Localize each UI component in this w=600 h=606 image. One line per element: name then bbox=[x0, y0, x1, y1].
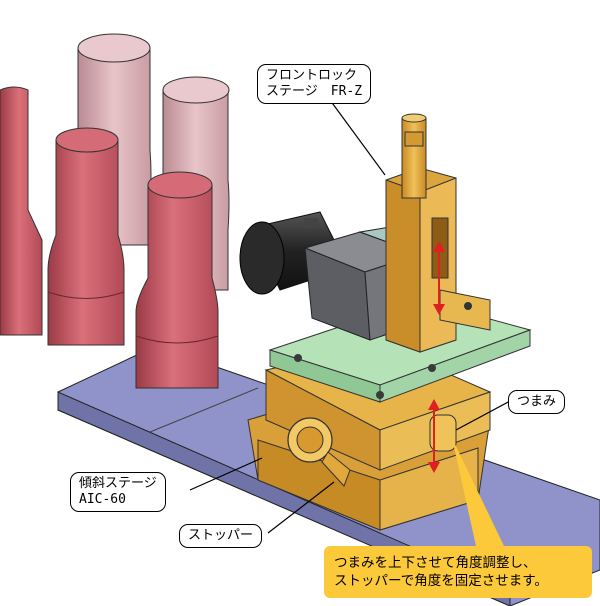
workpiece-mid bbox=[47, 127, 125, 346]
instruction-note-line2: ストッパーで角度を固定させます。 bbox=[334, 573, 548, 589]
micrometer bbox=[401, 113, 427, 199]
callout-stopper: ストッパー bbox=[179, 524, 263, 548]
stopper-lever bbox=[287, 417, 351, 487]
note-pointer bbox=[452, 438, 504, 546]
leader-tilt-stage bbox=[189, 457, 263, 491]
callout-tilt-stage: 傾斜ステージ AIC-60 bbox=[70, 472, 166, 512]
callout-front-lock-stage: フロントロック ステージ FR-Z bbox=[257, 64, 372, 104]
knob bbox=[429, 414, 457, 452]
instruction-note: つまみを上下させて角度調整し、 ストッパーで角度を固定させます。 bbox=[324, 546, 592, 598]
instruction-note-line1: つまみを上下させて角度調整し、 bbox=[334, 555, 537, 571]
leader-front-lock-stage bbox=[329, 99, 386, 176]
leader-lines bbox=[189, 99, 511, 534]
callout-knob-text: つまみ bbox=[517, 394, 557, 409]
callout-stopper-text: ストッパー bbox=[188, 528, 254, 543]
workpiece-front bbox=[135, 171, 219, 389]
leader-stopper bbox=[267, 481, 335, 534]
callout-tilt-stage-line1: 傾斜ステージ bbox=[79, 476, 157, 491]
vertical-adjust-arrow-upper bbox=[433, 241, 445, 315]
callout-front-lock-stage-line1: フロントロック bbox=[266, 68, 358, 83]
workpiece-left bbox=[0, 86, 43, 336]
callout-front-lock-stage-line2: ステージ FR-Z bbox=[266, 84, 363, 99]
tilt-adjust-arrow-lower bbox=[428, 399, 440, 473]
leader-knob bbox=[455, 400, 511, 431]
callout-tilt-stage-line2: AIC-60 bbox=[79, 492, 126, 507]
callout-knob: つまみ bbox=[508, 390, 566, 414]
